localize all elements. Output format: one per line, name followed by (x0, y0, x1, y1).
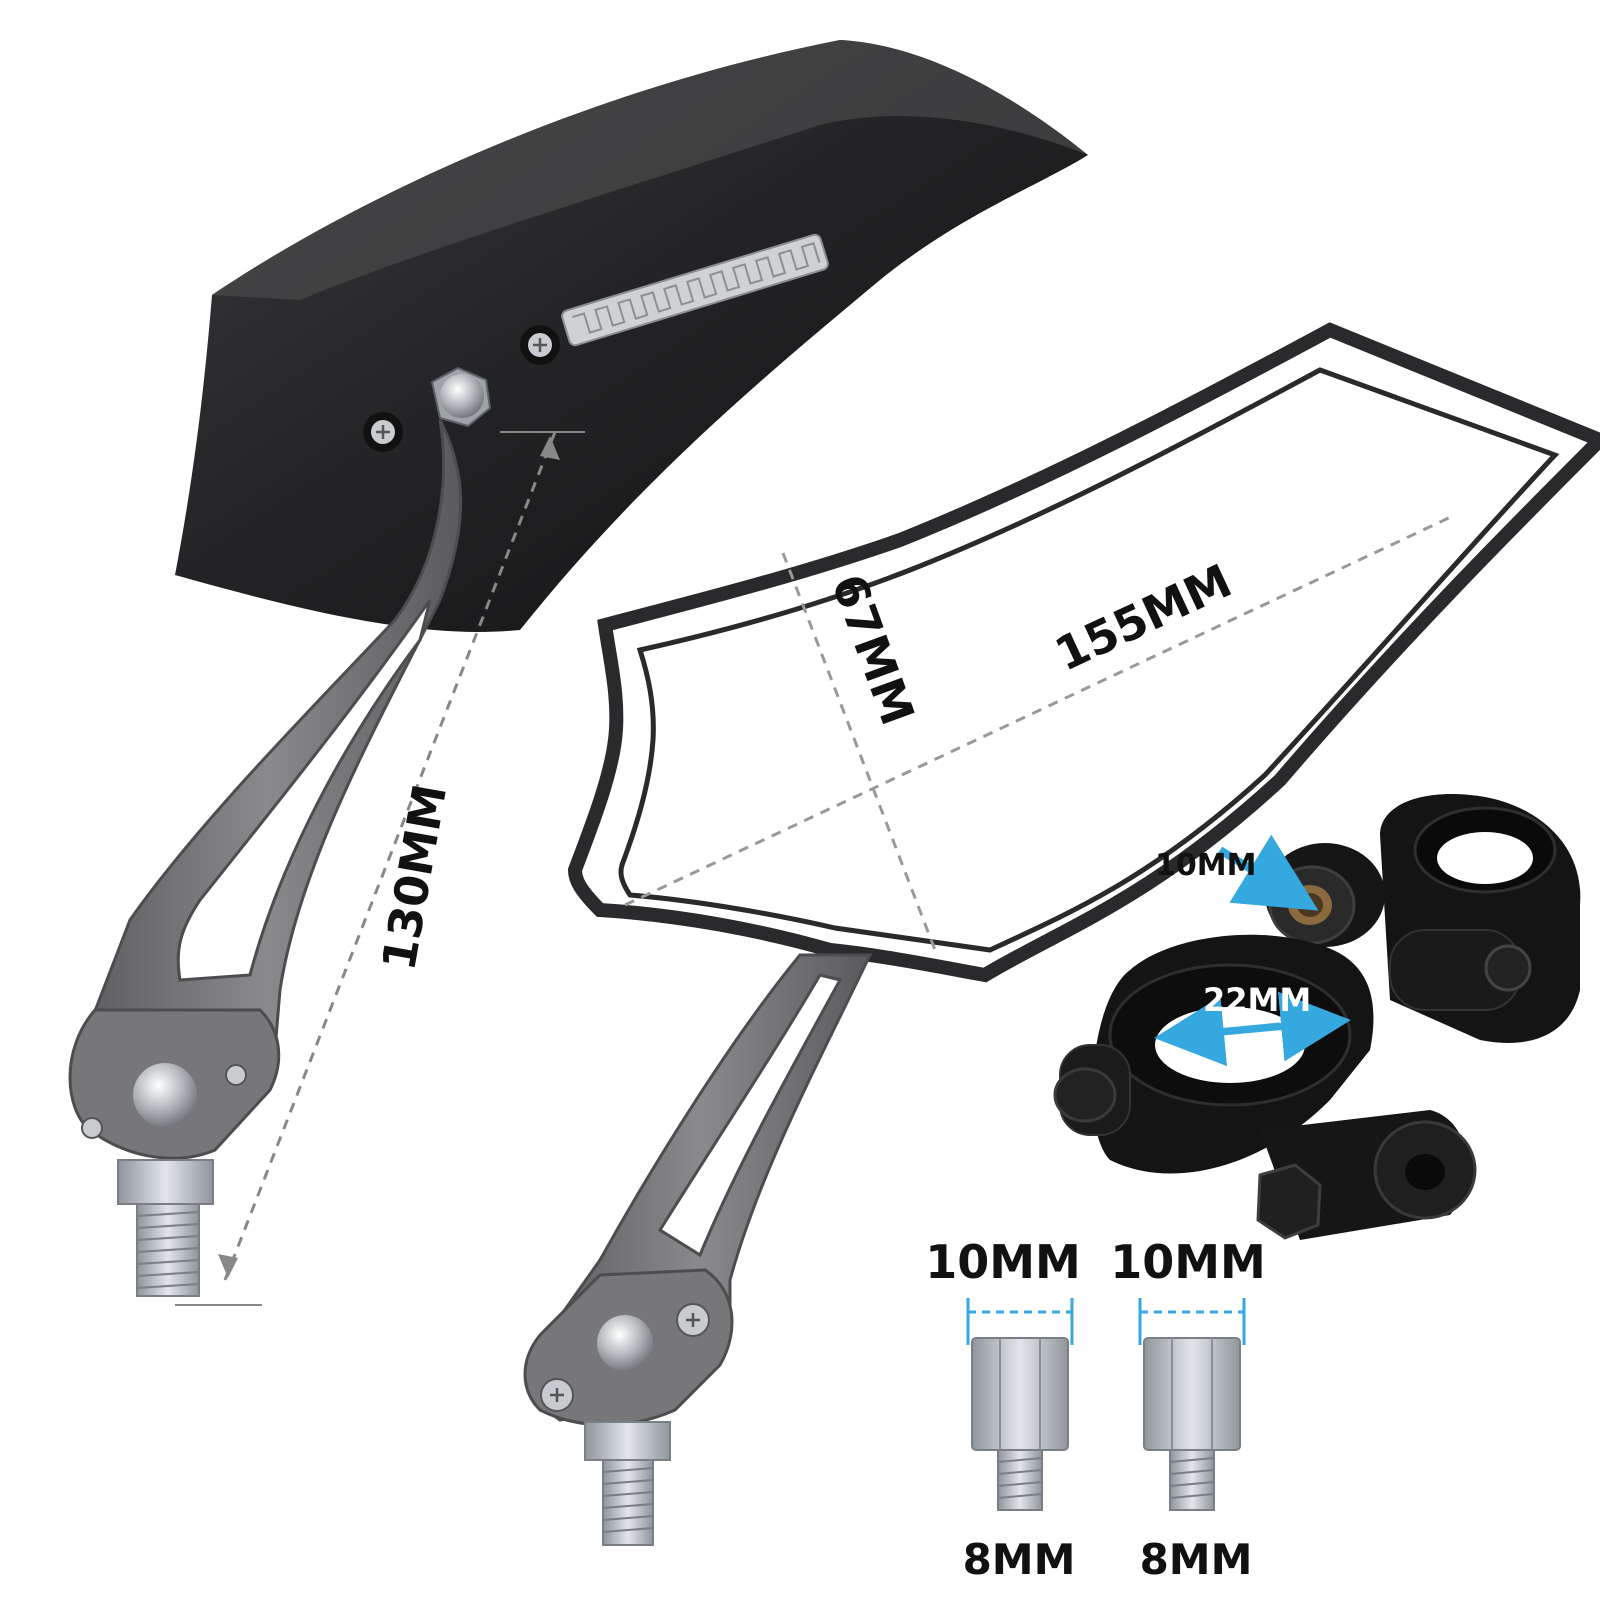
hex-nut-icon (971, 1337, 1069, 1451)
right-mirror: 67MM 155MM (523, 322, 1600, 1546)
base-dome-nut-icon (597, 1315, 653, 1371)
left-thread-bolt (117, 1159, 214, 1297)
screw-icon (363, 412, 403, 452)
screw-icon (520, 325, 560, 365)
arm-length-label: 130MM (371, 780, 457, 974)
hex-nut-icon (1143, 1337, 1241, 1451)
adapter-1: 10MM 8MM (925, 1235, 1081, 1584)
clamp-thread-label: 10MM (1155, 848, 1256, 883)
mirror-width-dash (624, 513, 1456, 907)
base-dome-nut-icon (133, 1063, 197, 1127)
dim-arrowhead-icon (218, 1254, 238, 1278)
adapter-2-top-label: 10MM (1110, 1235, 1266, 1289)
bore-size-arrow-reverse (1154, 996, 1281, 1067)
adapter-2: 10MM 8MM (1110, 1235, 1266, 1584)
screw-icon (540, 1378, 574, 1412)
handlebar-clamps: 10MM 22MM (1053, 794, 1581, 1240)
right-arm-slot (657, 973, 843, 1258)
adapter-2-bottom-label: 8MM (1140, 1535, 1253, 1584)
thread-stud-icon (1169, 1449, 1215, 1511)
left-mirror-top-edge (212, 40, 1088, 300)
rivet-icon (81, 1117, 103, 1139)
adapter-1-bottom-label: 8MM (963, 1535, 1076, 1584)
rivet-icon (225, 1064, 247, 1086)
arm-length-dash (223, 431, 557, 1281)
right-mirror-glass (618, 367, 1560, 953)
left-arm-slot (176, 599, 432, 982)
led-turn-signal (561, 233, 829, 347)
screw-icon (676, 1303, 710, 1337)
clamp-bore-label: 22MM (1203, 981, 1311, 1019)
adapter-1-top-label: 10MM (925, 1235, 1081, 1289)
thread-size-arrow (1217, 834, 1319, 911)
dim-arrowhead-icon (540, 436, 560, 460)
pivot-nut-icon (430, 366, 492, 428)
left-mirror: 130MM (68, 40, 1088, 1306)
right-thread-bolt (584, 1421, 671, 1546)
